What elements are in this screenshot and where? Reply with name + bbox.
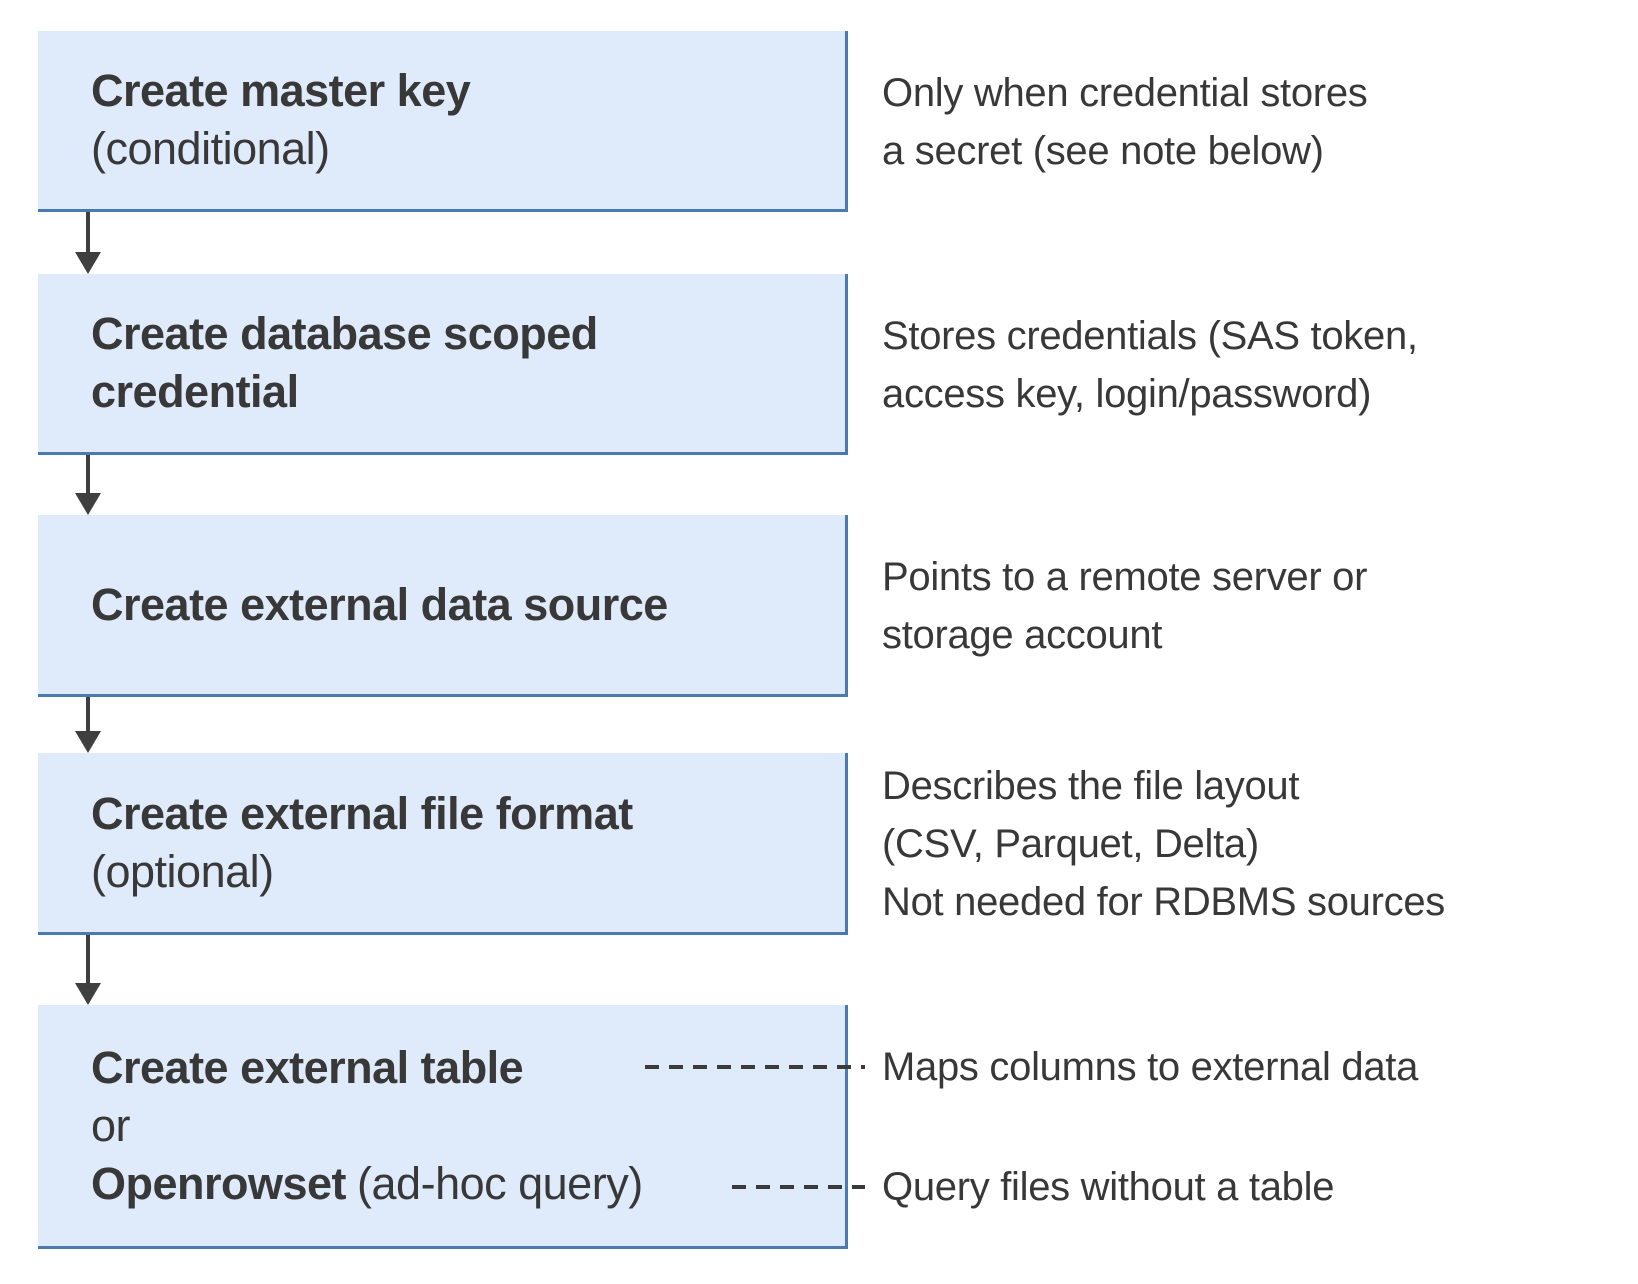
step-title: Create database scoped [91,308,598,359]
description-line: Stores credentials (SAS token, [882,313,1418,358]
step-title: credential [91,366,299,417]
step-title: Create external file format [91,787,633,839]
step-description: Only when credential stores a secret (se… [882,64,1368,180]
connector-gap [38,212,1638,274]
step-box-database-scoped-credential: Create database scoped credential [38,274,848,455]
step-title: Create external data source [91,578,668,630]
step-description: Points to a remote server or storage acc… [882,548,1367,664]
description-line: Points to a remote server or [882,555,1368,599]
dashed-connector [645,1065,865,1069]
step-box-external-file-format: Create external file format (optional) [38,753,848,935]
step-row-external-table: Create external table or Openrowset(ad-h… [38,1005,1638,1249]
description-line: a secret (see note below) [882,128,1324,173]
down-arrow-icon [75,455,101,515]
connector-gap [38,697,1638,753]
step-box-external-table-openrowset: Create external table or Openrowset(ad-h… [38,1005,848,1249]
step-box-external-data-source: Create external data source [38,515,848,697]
step-description: Describes the file layout (CSV, Parquet,… [882,757,1445,931]
description-line: Maps columns to external data [882,1045,1419,1089]
step-subtitle: (ad-hoc query) [357,1157,643,1209]
down-arrow-icon [75,935,101,1005]
step-row-external-file-format: Create external file format (optional) D… [38,753,1638,935]
step-or-label: or [91,1099,131,1151]
step-subtitle: (optional) [91,845,274,897]
connector-gap [38,935,1638,1005]
step-subtitle: (conditional) [91,123,330,174]
description-line: storage account [882,613,1163,657]
step-row-master-key: Create master key (conditional) Only whe… [38,31,1638,212]
connector-gap [38,455,1638,515]
step-title: Create external table [91,1041,524,1093]
step-box-create-master-key: Create master key (conditional) [38,31,848,212]
description-line: access key, login/password) [882,371,1372,416]
description-line: Query files without a table [882,1165,1335,1209]
step-openrowset-line: Openrowset(ad-hoc query) [91,1155,845,1213]
step-title: Create master key [91,65,471,116]
down-arrow-icon [75,697,101,753]
description-line: Describes the file layout [882,764,1300,808]
step-description: Stores credentials (SAS token, access ke… [882,307,1418,423]
description-line: Only when credential stores [882,70,1368,115]
step-row-scoped-credential: Create database scoped credential Stores… [38,274,1638,455]
dashed-connector [732,1185,865,1189]
down-arrow-icon [75,212,101,274]
description-line: (CSV, Parquet, Delta) [882,822,1259,866]
step-title: Openrowset [91,1157,347,1209]
step-row-external-data-source: Create external data source Points to a … [38,515,1638,697]
step-description: Maps columns to external data Query file… [882,1038,1418,1216]
description-line: Not needed for RDBMS sources [882,880,1445,924]
